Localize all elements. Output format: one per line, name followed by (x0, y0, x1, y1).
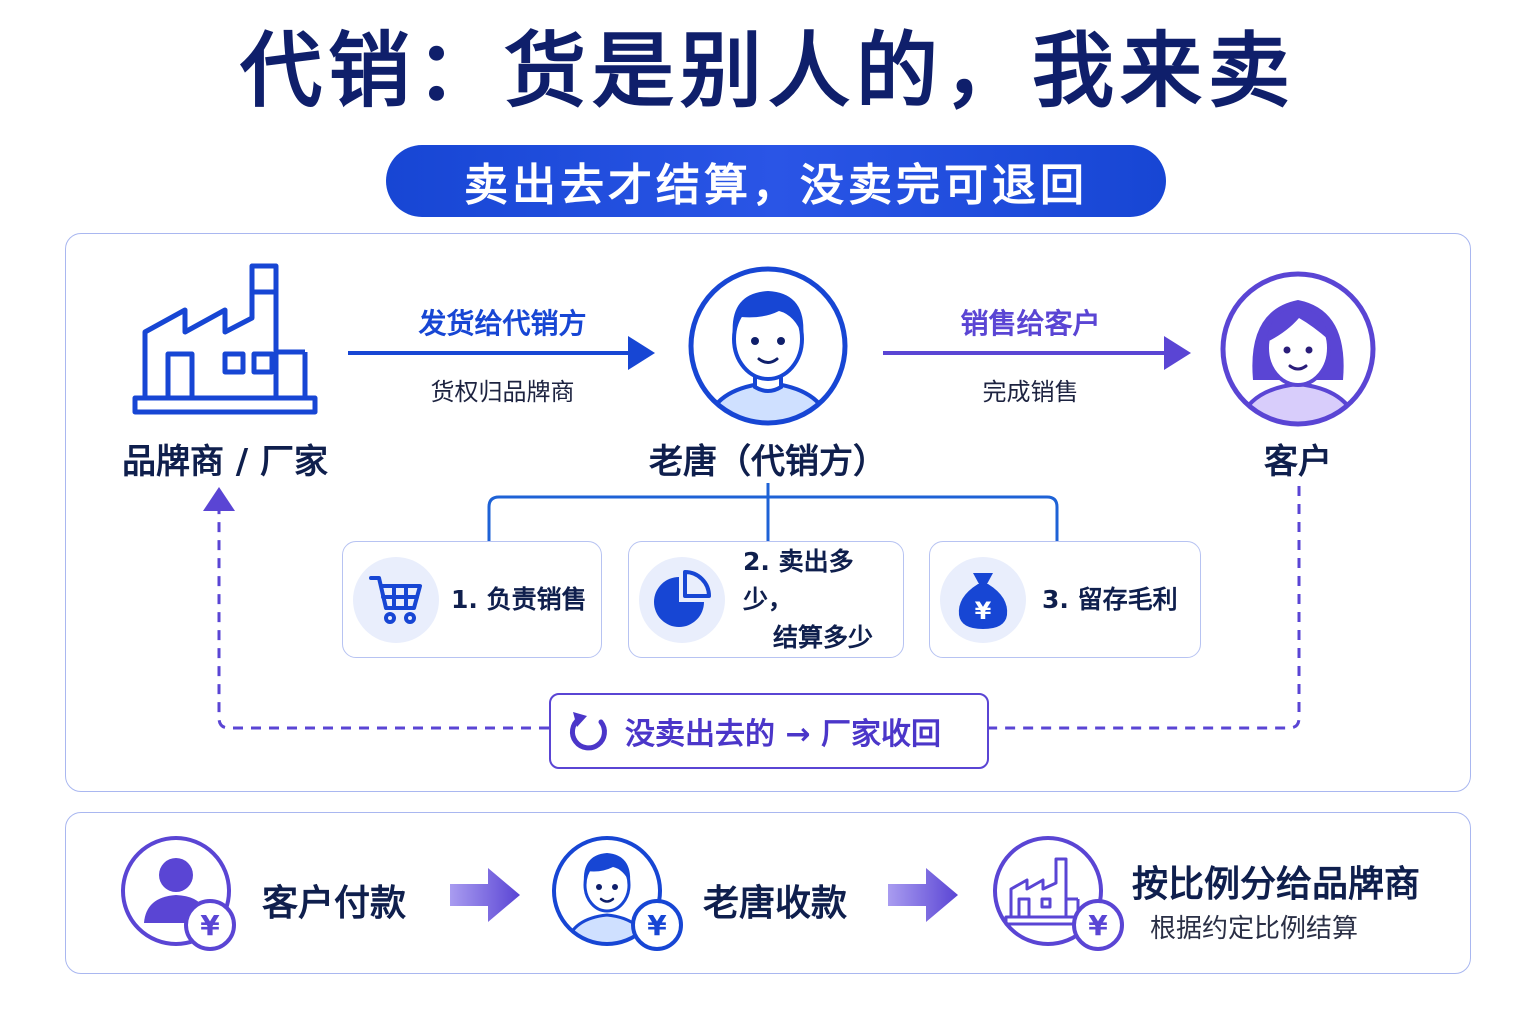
customer-label: 客户 (1264, 442, 1332, 482)
customer-avatar (1220, 271, 1376, 427)
duty-card-settlement: 2. 卖出多少， 结算多少 (628, 541, 904, 658)
step-customer-pays: 客户付款 (262, 883, 407, 924)
coin-symbol-1: ¥ (200, 909, 220, 942)
subtitle-banner: 卖出去才结算，没卖完可退回 (386, 145, 1166, 217)
sell-sublabel: 完成销售 (982, 378, 1079, 406)
agent-label: 老唐（代销方） (649, 442, 887, 482)
pie-chart-icon (654, 569, 711, 627)
return-flow-text: 没卖出去的 → 厂家收回 (625, 717, 942, 752)
ship-label: 发货给代销方 (418, 307, 587, 340)
bag-currency-symbol: ¥ (975, 597, 992, 625)
step-distribute-brand: 按比例分给品牌商 (1132, 864, 1421, 905)
duty-text-2: 2. 卖出多少， 结算多少 (743, 546, 874, 652)
step-agent-receives: 老唐收款 (703, 883, 848, 924)
payment-flow-panel (65, 812, 1471, 974)
cart-icon (369, 575, 422, 624)
factory-icon (132, 263, 318, 415)
refresh-icon (570, 712, 607, 751)
step-arrow-1 (450, 868, 520, 922)
ship-arrow (348, 336, 655, 370)
agent-receive-icon: ¥ (552, 836, 683, 951)
coin-symbol-2: ¥ (647, 909, 667, 942)
return-loop-dashed (217, 486, 1301, 730)
coin-symbol-3: ¥ (1088, 909, 1108, 942)
step-distribute-sub: 根据约定比例结算 (1150, 914, 1359, 944)
customer-pay-icon: ¥ (121, 836, 236, 951)
brand-settle-icon: ¥ (993, 836, 1124, 951)
money-bag-icon: ¥ (958, 572, 1008, 629)
pie-icon-badge (639, 556, 725, 643)
return-flow-box: 没卖出去的 → 厂家收回 (549, 693, 989, 769)
sell-label: 销售给客户 (960, 307, 1101, 340)
ship-sublabel: 货权归品牌商 (430, 378, 575, 406)
duty-text-3: 3. 留存毛利 (1042, 584, 1178, 614)
brand-label: 品牌商 / 厂家 (121, 442, 329, 482)
sell-arrow (883, 336, 1191, 370)
agent-avatar (688, 266, 848, 426)
subtitle-text: 卖出去才结算，没卖完可退回 (464, 160, 1088, 211)
money-bag-icon-badge: ¥ (940, 556, 1026, 643)
return-arrowhead (203, 487, 235, 511)
step-arrow-2 (888, 868, 958, 922)
cart-icon-badge (353, 556, 439, 643)
duty-text-1: 1. 负责销售 (451, 584, 587, 614)
duty-tree-connector (487, 483, 1059, 541)
page-title: 代销：货是别人的，我来卖 (239, 24, 1296, 119)
duty-card-sales: 1. 负责销售 (342, 541, 602, 658)
duty-card-margin: ¥ 3. 留存毛利 (929, 541, 1201, 658)
